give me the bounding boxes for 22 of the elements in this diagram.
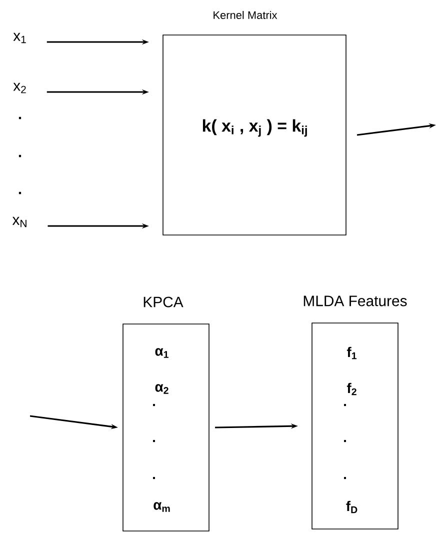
kernel-formula: k( x$_{i}$ , x$_{j}$ ) = k$_{ij}$: [202, 119, 307, 137]
vector-element: .: [344, 404, 346, 406]
input-label: x$_{2}$: [13, 82, 26, 94]
vector-element: f$_{1}$: [346, 346, 357, 360]
ellipsis-dot: .: [18, 154, 22, 158]
vector-element: .: [153, 404, 155, 406]
vector-element: .: [153, 440, 155, 442]
input-label: x$_{1}$: [13, 32, 26, 44]
ellipsis-dot: .: [18, 192, 22, 194]
vector-element: f$_{D}$: [346, 500, 358, 514]
box-heading: KPCA: [144, 296, 184, 308]
ellipsis-dot: .: [18, 116, 22, 120]
box-heading: MLDA Features: [304, 296, 407, 306]
vector-element: .: [344, 476, 346, 480]
vector-element: .: [153, 476, 155, 480]
vector-element: .: [344, 440, 346, 442]
box-heading: Kernel Matrix: [214, 10, 278, 20]
vector-element: α$_{2}$: [155, 384, 168, 394]
vector-element: f$_{2}$: [346, 382, 356, 396]
input-label: x$_{N}$: [12, 216, 26, 228]
vector-element: α$_{m}$: [154, 502, 170, 512]
vector-element: α$_{1}$: [155, 348, 168, 358]
